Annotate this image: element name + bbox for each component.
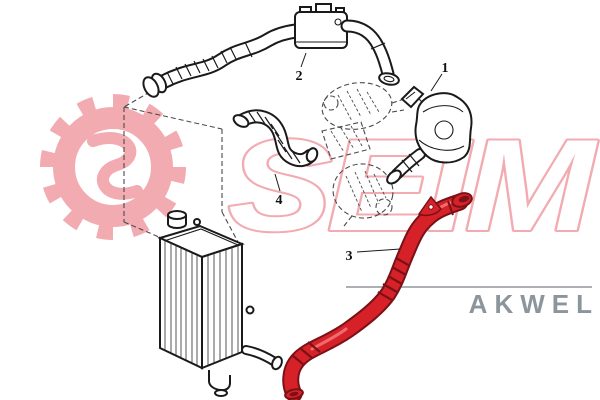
construction-lines xyxy=(123,91,239,243)
hose-3-clamp xyxy=(447,200,454,216)
part-label-1: 1 xyxy=(442,61,449,76)
leader-line-3 xyxy=(356,248,401,253)
hose-2-corrugation xyxy=(166,46,237,85)
hose-2-clamp xyxy=(244,41,253,58)
intercooler xyxy=(157,210,283,397)
intake-duct-part-1 xyxy=(386,85,473,185)
callouts: 1 2 3 4 xyxy=(274,52,449,264)
hose-4-corrugation xyxy=(247,110,301,164)
leader-line-4 xyxy=(274,173,281,192)
intercooler-filler-cap xyxy=(167,210,187,229)
part-label-3: 3 xyxy=(346,249,353,264)
hose-3-corrugation xyxy=(291,257,411,366)
gear-swirl-logo-icon xyxy=(40,94,186,240)
intercooler-side-pipe xyxy=(241,345,283,371)
part-label-2: 2 xyxy=(296,69,303,84)
connector-hose-part-4 xyxy=(232,109,319,168)
part-label-4: 4 xyxy=(276,193,283,208)
duct-clamp xyxy=(400,85,425,109)
leader-line-2 xyxy=(300,52,307,68)
intercooler-outlet xyxy=(208,370,231,392)
watermark: SEIM xyxy=(40,94,600,260)
leader-line-1 xyxy=(430,73,443,92)
intercooler-fins xyxy=(164,241,239,365)
phantom-engine-components xyxy=(321,82,405,227)
charge-air-hose-part-3 xyxy=(282,192,473,400)
turbo-hose-part-2 xyxy=(142,23,304,98)
air-box xyxy=(294,3,400,86)
brand-footer: AKWEL xyxy=(346,286,599,319)
akwel-wordmark: AKWEL xyxy=(469,289,599,319)
